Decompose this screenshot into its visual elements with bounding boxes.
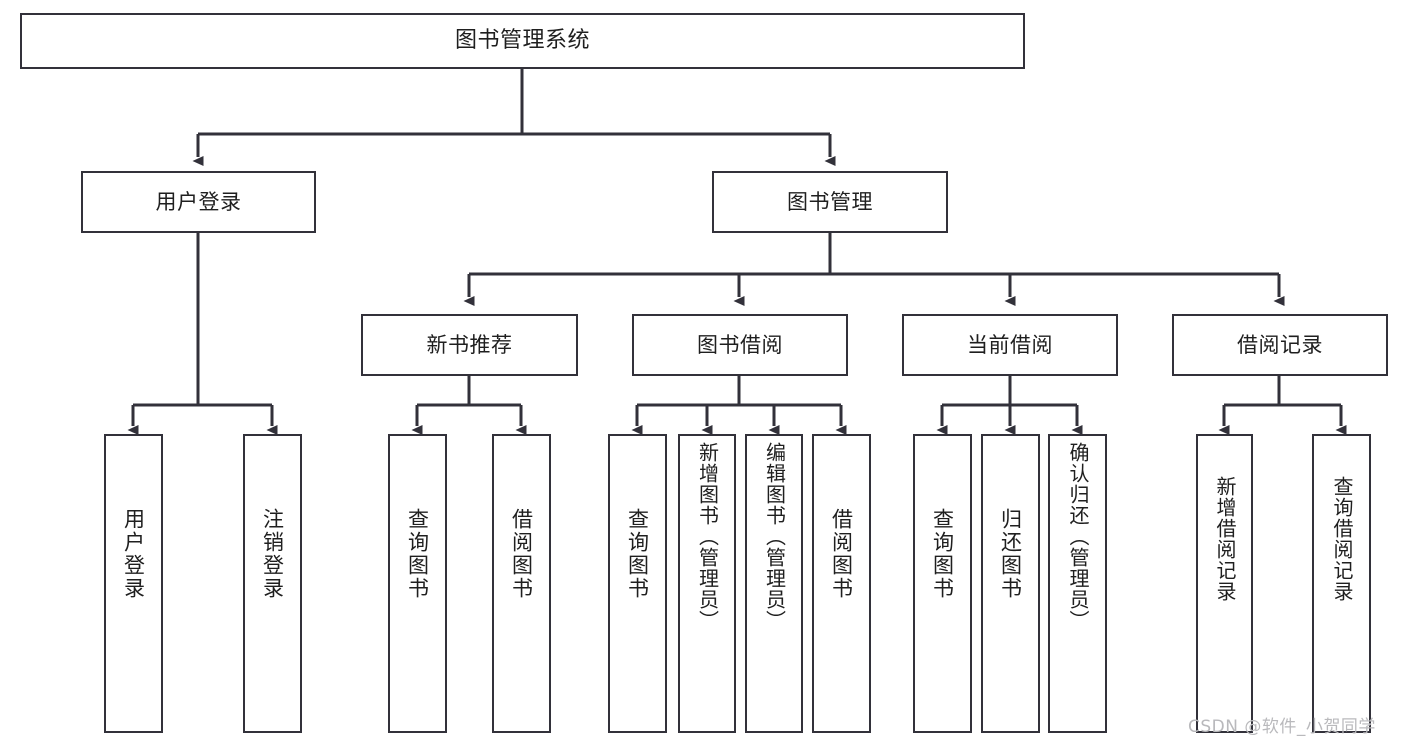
leaf-confirm-return-label: 确认归还（管理员） <box>1066 442 1090 631</box>
leaf-user-login-label: 用户登录 <box>121 508 146 600</box>
leaf-add-book[interactable]: 新增图书（管理员） <box>678 434 736 733</box>
node-book-manage[interactable]: 图书管理 <box>712 171 948 233</box>
leaf-edit-book-label: 编辑图书（管理员） <box>762 442 787 631</box>
leaf-return-book-label: 归还图书 <box>998 508 1023 600</box>
node-root-label: 图书管理系统 <box>454 28 590 54</box>
node-borrow-record-label: 借阅记录 <box>1237 332 1323 357</box>
node-book-borrow-label: 图书借阅 <box>697 332 783 357</box>
leaf-query-book-3[interactable]: 查询图书 <box>913 434 972 733</box>
leaf-query-book-2-label: 查询图书 <box>625 508 650 600</box>
leaf-confirm-return[interactable]: 确认归还（管理员） <box>1048 434 1107 733</box>
node-borrow-record[interactable]: 借阅记录 <box>1172 314 1388 376</box>
leaf-user-login[interactable]: 用户登录 <box>104 434 163 733</box>
leaf-query-book-2[interactable]: 查询图书 <box>608 434 667 733</box>
leaf-borrow-book-2-label: 借阅图书 <box>829 508 854 600</box>
leaf-add-record[interactable]: 新增借阅记录 <box>1196 434 1253 733</box>
leaf-query-book-1-label: 查询图书 <box>405 508 430 600</box>
node-book-manage-label: 图书管理 <box>787 189 873 214</box>
leaf-logout[interactable]: 注销登录 <box>243 434 302 733</box>
leaf-return-book[interactable]: 归还图书 <box>981 434 1040 733</box>
leaf-add-record-label: 新增借阅记录 <box>1213 476 1237 602</box>
node-new-book-recommend-label: 新书推荐 <box>426 332 513 357</box>
node-current-borrow-label: 当前借阅 <box>967 332 1053 357</box>
node-book-borrow[interactable]: 图书借阅 <box>632 314 848 376</box>
leaf-query-record-label: 查询借阅记录 <box>1330 476 1354 602</box>
leaf-borrow-book-1-label: 借阅图书 <box>509 508 534 600</box>
node-new-book-recommend[interactable]: 新书推荐 <box>361 314 578 376</box>
leaf-query-book-3-label: 查询图书 <box>930 508 955 600</box>
leaf-query-record[interactable]: 查询借阅记录 <box>1312 434 1371 733</box>
node-root[interactable]: 图书管理系统 <box>20 13 1025 69</box>
leaf-logout-label: 注销登录 <box>260 508 285 600</box>
leaf-borrow-book-2[interactable]: 借阅图书 <box>812 434 871 733</box>
leaf-borrow-book-1[interactable]: 借阅图书 <box>492 434 551 733</box>
csdn-watermark: CSDN @软件_小贺同学 <box>1188 717 1376 737</box>
leaf-edit-book[interactable]: 编辑图书（管理员） <box>745 434 803 733</box>
node-user-login[interactable]: 用户登录 <box>81 171 316 233</box>
leaf-query-book-1[interactable]: 查询图书 <box>388 434 447 733</box>
node-user-login-label: 用户登录 <box>155 189 242 214</box>
node-current-borrow[interactable]: 当前借阅 <box>902 314 1118 376</box>
leaf-add-book-label: 新增图书（管理员） <box>695 442 720 631</box>
